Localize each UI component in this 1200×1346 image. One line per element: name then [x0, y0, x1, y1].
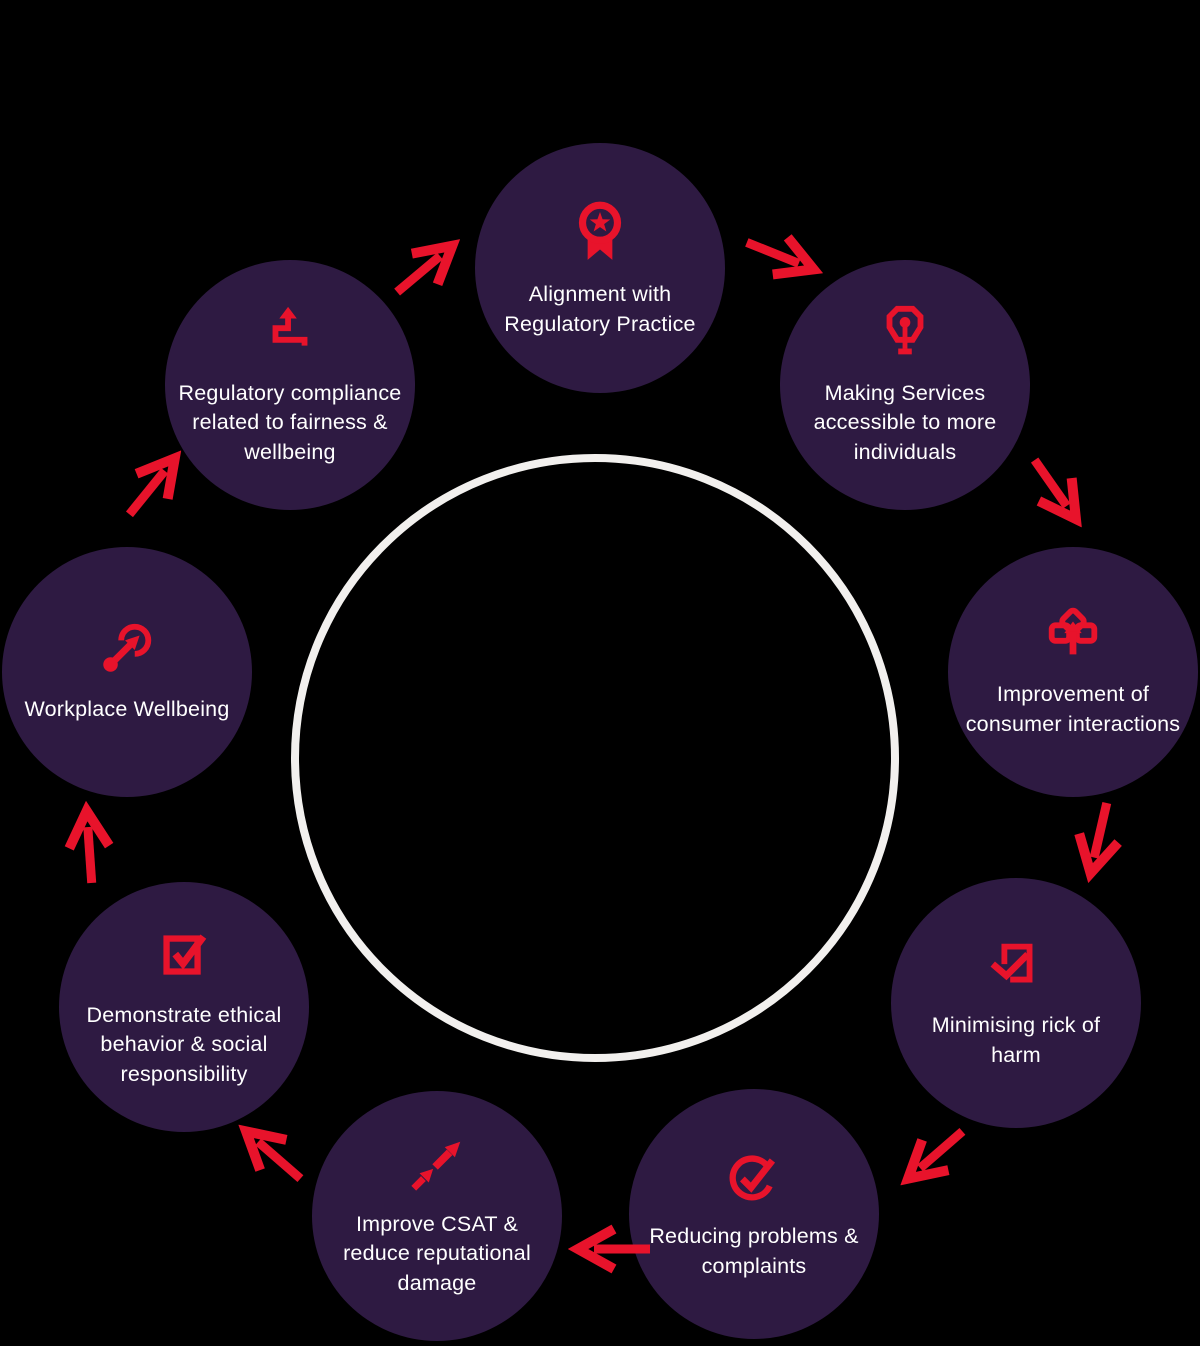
person-growth-arrow-icon [1042, 604, 1104, 666]
award-ribbon-icon [567, 196, 633, 266]
node-ethical-behavior: Demonstrate ethical behavior & social re… [59, 882, 309, 1132]
flow-arrow-to-alignment [377, 219, 476, 314]
flow-arrow-to-improvement [1011, 442, 1103, 542]
flow-arrow-to-minimising [1063, 793, 1133, 888]
node-workplace-wellbeing: Workplace Wellbeing [2, 547, 252, 797]
node-minimising-risk-of-harm: Minimising rick of harm [891, 878, 1141, 1128]
arrow-icon [745, 234, 824, 280]
node-label: Demonstrate ethical behavior & social re… [86, 1002, 282, 1086]
double-up-arrows-icon [406, 1134, 468, 1196]
arrow-icon [1030, 457, 1082, 528]
circle-check-icon [723, 1146, 785, 1208]
step-up-arrow-icon [259, 303, 321, 365]
arrow-icon [64, 800, 114, 884]
double-up-arrows-icon-svg [411, 1141, 461, 1191]
circle-check-icon-svg [729, 1155, 776, 1201]
person-growth-arrow-icon-svg [1048, 608, 1098, 655]
node-label: Reducing problems & complaints [649, 1224, 859, 1278]
node-improvement-consumer-interactions: Improvement of consumer interactions [948, 547, 1198, 797]
document-check-icon [985, 935, 1047, 997]
document-check-icon-svg [990, 944, 1033, 983]
flow-arrow-to-reducing [883, 1109, 982, 1205]
node-making-services-accessible: Making Services accessible to more indiv… [780, 260, 1030, 510]
node-improve-csat: Improve CSAT & reduce reputational damag… [312, 1091, 562, 1341]
flow-arrow-to-making-services [733, 217, 832, 297]
arrow-icon [125, 450, 182, 518]
step-up-arrow-icon-svg [272, 306, 308, 346]
flow-arrow-to-improve-csat [567, 1223, 654, 1275]
arrow-icon [394, 239, 461, 296]
flow-arrow-to-workplace [60, 799, 118, 888]
node-reducing-problems-complaints: Reducing problems & complaints [629, 1089, 879, 1339]
node-label: Regulatory compliance related to fairnes… [178, 380, 402, 464]
node-regulatory-compliance: Regulatory compliance related to fairnes… [165, 260, 415, 510]
arrow-icon [1074, 801, 1122, 884]
node-label: Improve CSAT & reduce reputational damag… [343, 1211, 531, 1295]
arrow-icon [238, 1124, 304, 1182]
award-ribbon-icon-svg [578, 202, 622, 261]
center-ring [291, 454, 899, 1062]
lightbulb-icon [874, 303, 936, 365]
lightbulb-icon-svg [886, 305, 924, 354]
node-label: Improvement of consumer interactions [965, 682, 1181, 736]
node-label: Minimising rick of harm [931, 1013, 1101, 1067]
node-label: Making Services accessible to more indiv… [813, 380, 997, 464]
flow-arrow-to-ethical [221, 1105, 320, 1201]
flow-arrow-to-regulatory-compliance [107, 434, 202, 534]
checkbox-check-icon-svg [163, 933, 207, 975]
arrow-icon [900, 1128, 966, 1186]
arrow-icon [567, 1224, 650, 1274]
dot-trajectory-arrow-icon [96, 619, 158, 681]
node-label: Workplace Wellbeing [24, 697, 230, 722]
node-alignment-regulatory-practice: Alignment with Regulatory Practice [475, 143, 725, 393]
node-label: Alignment with Regulatory Practice [504, 282, 696, 336]
dot-trajectory-arrow-icon-svg [103, 624, 152, 672]
checkbox-check-icon [153, 925, 215, 987]
